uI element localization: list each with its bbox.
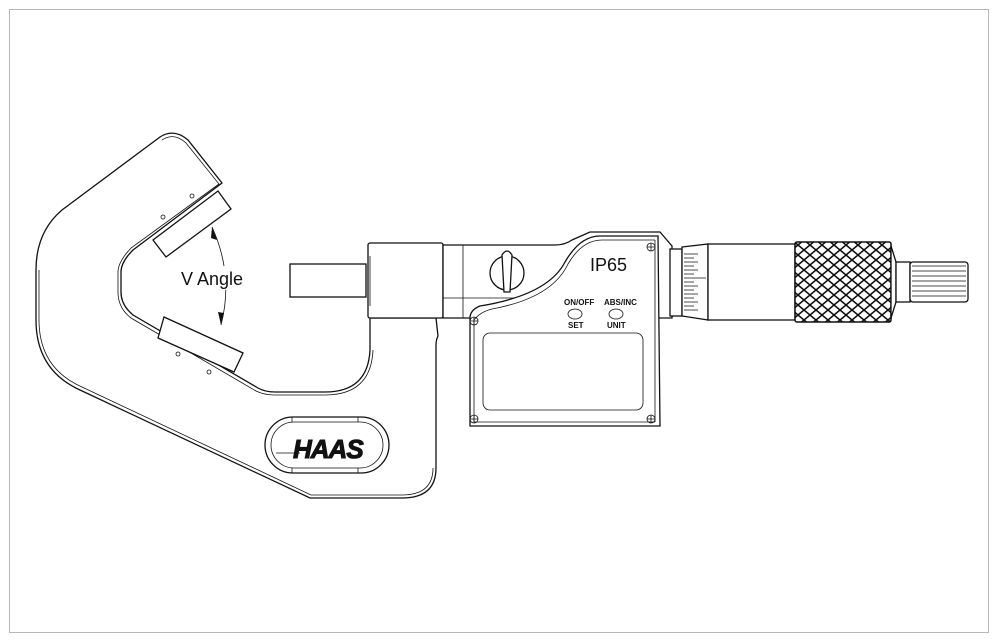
- lcd-window: [482, 332, 644, 411]
- thimble: [707, 243, 796, 321]
- knurled-grip[interactable]: [794, 241, 892, 323]
- spindle: [289, 263, 367, 298]
- set-label: SET: [568, 321, 584, 330]
- screw-icon: [469, 242, 656, 424]
- pin-holes: [160, 193, 212, 375]
- upper-anvil-pad: [152, 190, 232, 258]
- haas-logo-text: HAAS: [293, 434, 364, 464]
- arrowhead-icon: [211, 227, 217, 240]
- abs-inc-label: ABS/INC: [604, 298, 637, 307]
- anvil-body: [367, 242, 444, 319]
- unit-label: UNIT: [607, 321, 626, 330]
- on-off-label: ON/OFF: [564, 298, 594, 307]
- c-frame: [35, 132, 439, 499]
- display-body: IP65 ON/OFF SET ABS/INC UNIT: [469, 235, 661, 427]
- lock-lever[interactable]: [501, 250, 513, 293]
- haas-logo: HAAS: [264, 416, 390, 474]
- abs-inc-unit-button[interactable]: [608, 308, 624, 320]
- figure-border: [9, 9, 989, 633]
- lower-anvil-pad: [157, 316, 244, 373]
- on-off-set-button[interactable]: [567, 308, 583, 320]
- ip-rating-label: IP65: [590, 255, 627, 275]
- ratchet-stop[interactable]: [909, 261, 969, 303]
- thimble-assembly: [669, 241, 969, 323]
- v-angle-label: V Angle: [181, 269, 243, 289]
- arrowhead-icon: [218, 312, 224, 325]
